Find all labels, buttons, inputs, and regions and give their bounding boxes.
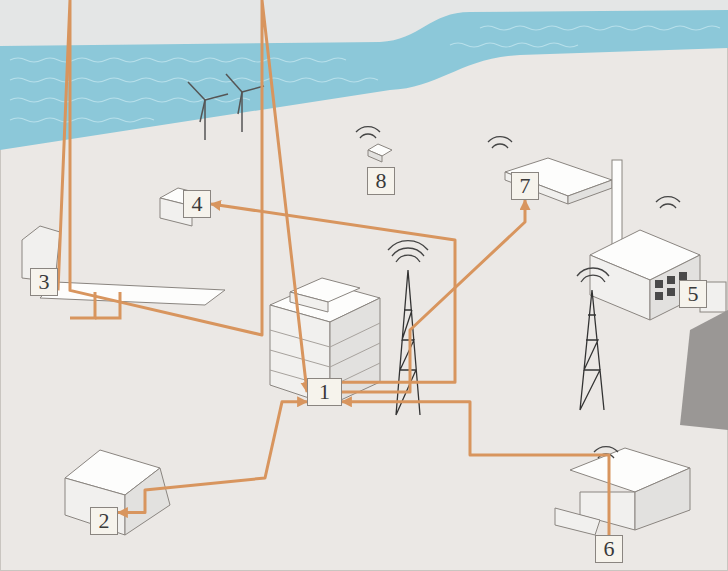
- callout-box: 7: [511, 172, 539, 200]
- callout-box: 8: [367, 167, 395, 195]
- data-flow-arrow: [211, 204, 455, 382]
- callout-box: 6: [595, 535, 623, 563]
- data-flow-arrow: [58, 0, 307, 392]
- data-flow-arrow: [118, 402, 307, 513]
- data-flow-arrow: [342, 200, 525, 392]
- callout-box: 2: [90, 507, 118, 535]
- callout-box: 1: [307, 378, 342, 406]
- callout-number: 7: [520, 175, 531, 197]
- callout-number: 5: [688, 283, 699, 305]
- callout-number: 2: [99, 510, 110, 532]
- callout-number: 3: [39, 271, 50, 293]
- callout-number: 4: [192, 193, 203, 215]
- callout-box: 3: [30, 268, 58, 296]
- callout-number: 6: [604, 538, 615, 560]
- data-flow-arrow: [342, 402, 609, 535]
- callout-box: 4: [183, 190, 211, 218]
- callout-number: 8: [376, 170, 387, 192]
- callout-number: 1: [319, 381, 330, 403]
- callout-box: 5: [679, 280, 707, 308]
